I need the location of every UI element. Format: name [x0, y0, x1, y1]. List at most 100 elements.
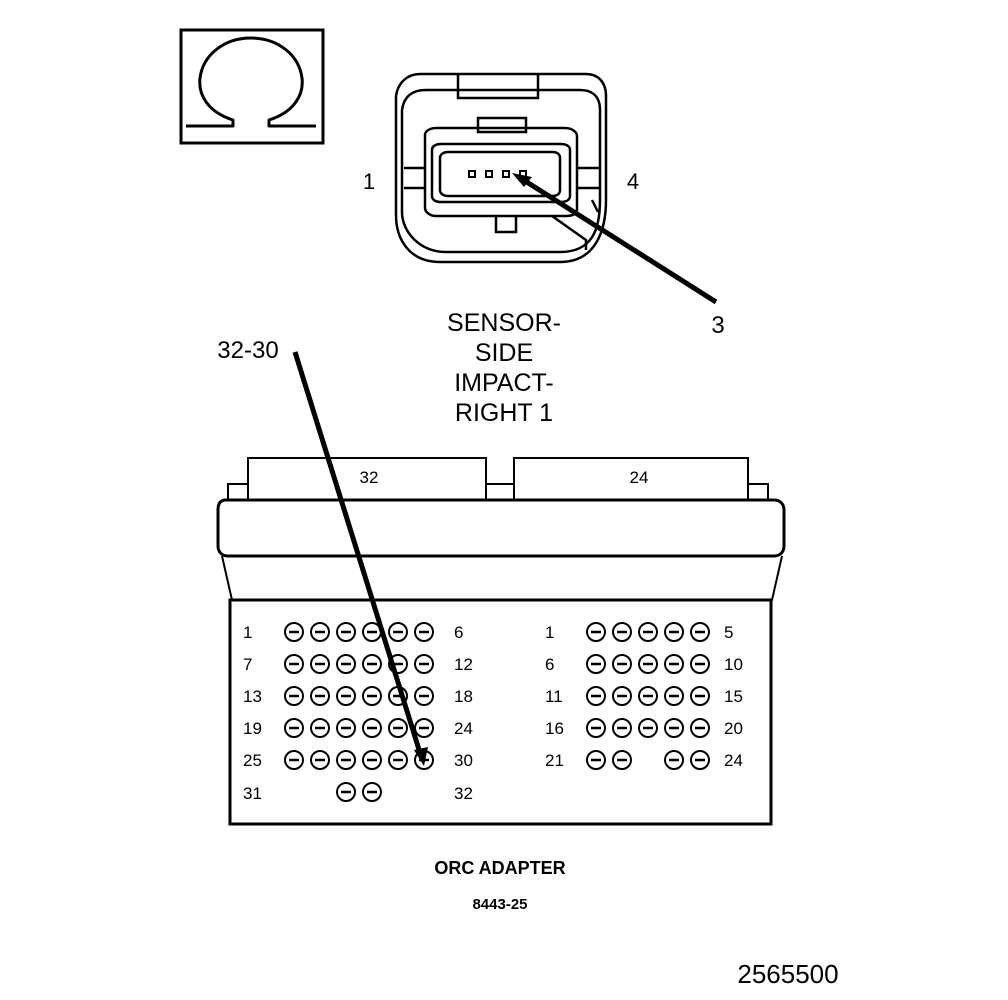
pin-socket	[638, 622, 658, 642]
pin-socket	[362, 686, 382, 706]
pin-socket	[362, 782, 382, 802]
pin-socket	[310, 718, 330, 738]
pin-socket	[638, 686, 658, 706]
pin-socket	[638, 654, 658, 674]
pin-socket	[664, 686, 684, 706]
callout-arrowhead-icon	[512, 173, 532, 187]
pin-socket	[310, 622, 330, 642]
pin-socket	[414, 654, 434, 674]
adapter-title: ORC ADAPTER	[434, 858, 565, 878]
right-row-start: 11	[545, 687, 563, 706]
pin-socket	[310, 750, 330, 770]
left-row-start: 7	[243, 655, 252, 674]
sensor-connector	[394, 72, 608, 264]
left-row-start: 19	[243, 719, 262, 738]
pin-socket	[612, 654, 632, 674]
pin-socket	[284, 654, 304, 674]
sensor-label-line-3: IMPACT-	[454, 369, 554, 397]
pin-socket	[664, 654, 684, 674]
pin-3-callout-line	[520, 176, 718, 305]
right-row-end: 20	[724, 719, 743, 738]
pin-socket	[336, 654, 356, 674]
pin-socket	[362, 654, 382, 674]
pin-socket	[284, 622, 304, 642]
callout-arrowhead-icon	[414, 747, 428, 766]
pin-socket	[690, 622, 710, 642]
pin-socket	[638, 718, 658, 738]
pin-socket	[612, 750, 632, 770]
sensor-label-line-2: SIDE	[475, 339, 533, 367]
pin-socket	[690, 686, 710, 706]
pin-socket	[690, 718, 710, 738]
left-row-labels: 1 6 7 12 13 18 19 24 25 30 31 32	[243, 623, 473, 803]
pin-socket	[414, 622, 434, 642]
pin-socket	[362, 718, 382, 738]
pin-30-callout-line	[292, 351, 424, 757]
pin-socket	[388, 718, 408, 738]
pin-socket	[388, 622, 408, 642]
pin-socket	[336, 750, 356, 770]
left-row-start: 31	[243, 784, 262, 803]
left-row-end: 30	[454, 751, 473, 770]
pin-socket	[414, 686, 434, 706]
right-row-start: 21	[545, 751, 564, 770]
adapter-part-number: 8443-25	[472, 896, 527, 913]
right-row-end: 10	[724, 655, 743, 674]
right-row-end: 15	[724, 687, 743, 706]
left-row-end: 24	[454, 719, 473, 738]
right-row-end: 24	[724, 751, 743, 770]
left-row-end: 32	[454, 784, 473, 803]
pin-socket	[612, 622, 632, 642]
orc-adapter-body	[216, 457, 786, 826]
sensor-label-line-1: SENSOR-	[447, 309, 561, 337]
ohm-symbol-icon	[179, 28, 325, 145]
pin-socket	[612, 686, 632, 706]
pin-4-label: 4	[627, 169, 639, 194]
right-pin-grid	[586, 622, 710, 770]
sensor-label: SENSOR- SIDE IMPACT- RIGHT 1	[447, 309, 561, 427]
pin-socket	[284, 686, 304, 706]
left-row-start: 13	[243, 687, 262, 706]
pin-socket	[586, 750, 606, 770]
figure-id: 2565500	[737, 959, 838, 989]
right-header-label: 24	[630, 468, 649, 487]
pin-socket	[336, 782, 356, 802]
left-row-end: 6	[454, 623, 463, 642]
pin-socket	[586, 686, 606, 706]
pin-socket	[336, 622, 356, 642]
pin-socket	[362, 750, 382, 770]
pin-socket	[586, 718, 606, 738]
left-row-end: 18	[454, 687, 473, 706]
pin-socket	[414, 718, 434, 738]
left-pin-grid	[284, 622, 434, 802]
pin-socket	[310, 686, 330, 706]
left-header-label: 32	[360, 468, 379, 487]
right-row-labels: 1 5 6 10 11 15 16 20 21 24	[545, 623, 743, 770]
pin-socket	[586, 654, 606, 674]
pin-socket	[664, 750, 684, 770]
pin-32-30-callout-label: 32-30	[217, 337, 278, 364]
pin-socket	[388, 750, 408, 770]
pin-socket	[664, 622, 684, 642]
left-row-end: 12	[454, 655, 473, 674]
right-row-start: 16	[545, 719, 564, 738]
pin-socket	[612, 718, 632, 738]
pin-socket	[586, 622, 606, 642]
pin-1-label: 1	[363, 169, 375, 194]
pin-socket	[336, 686, 356, 706]
pin-socket	[388, 654, 408, 674]
right-row-start: 1	[545, 623, 554, 642]
left-row-start: 1	[243, 623, 252, 642]
sensor-label-line-4: RIGHT 1	[455, 399, 553, 427]
pin-socket	[284, 718, 304, 738]
pin-socket	[664, 718, 684, 738]
pin-3-callout-label: 3	[711, 312, 724, 339]
right-row-end: 5	[724, 623, 733, 642]
pin-socket	[310, 654, 330, 674]
right-row-start: 6	[545, 655, 554, 674]
pin-socket	[284, 750, 304, 770]
left-row-start: 25	[243, 751, 262, 770]
pin-socket	[690, 654, 710, 674]
pin-socket	[336, 718, 356, 738]
